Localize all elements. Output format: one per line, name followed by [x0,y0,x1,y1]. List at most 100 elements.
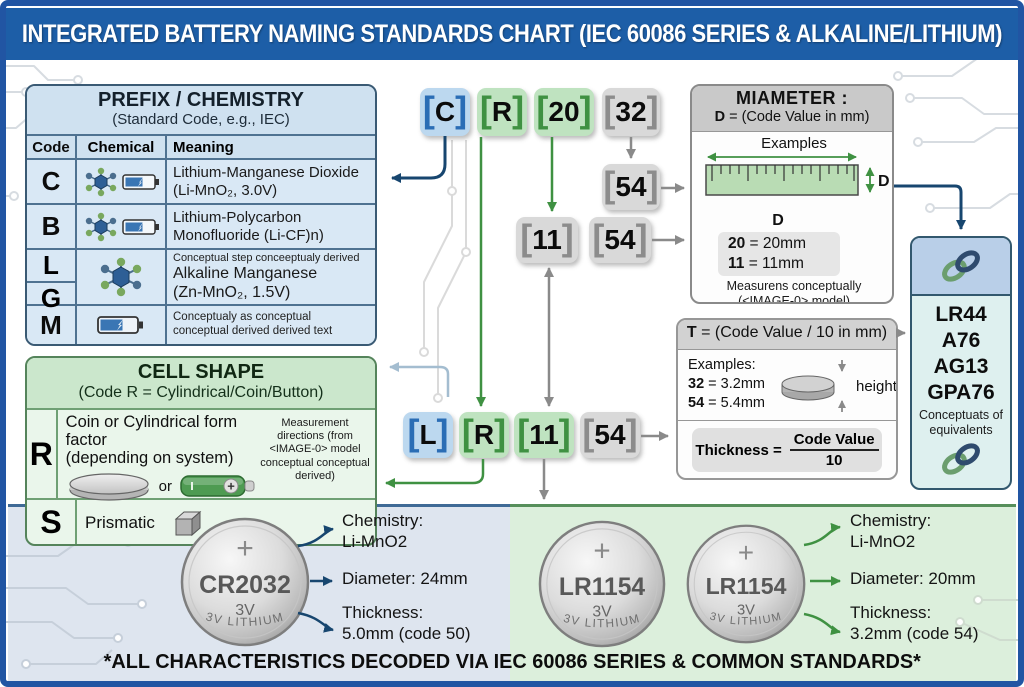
shape-code-s: S [27,500,77,544]
shape-code-r: R [27,410,58,498]
meaning-m-note1: Conceptualy as conceptual [173,311,312,324]
table-row-b: B Lithium-Polycarbon Monofluoride (Li-CF… [27,205,375,250]
diameter-examples-box: 20 = 20mm 11 = 11mm [718,232,840,276]
cell-shape-row-s: S Prismatic [27,500,375,544]
formula-label: Thickness = [695,441,782,459]
plus-terminal: + [236,532,254,565]
battery-icon [121,173,159,190]
molecule-icon [85,167,116,196]
lr1154-chemistry-annotation: Chemistry: Li-MnO2 [850,511,932,551]
battery-name: LR1154 [706,573,787,599]
code-m: M [27,306,77,344]
cell-shape-title: CELL SHAPE [137,361,265,383]
thickness-examples-label: Examples: [688,357,756,373]
ruler-diagram: D [705,152,890,196]
meaning-c-line1: Lithium-Manganese Dioxide [173,164,359,182]
coin-cell-icon [69,473,149,501]
prefix-panel-header: PREFIX / CHEMISTRY (Standard Code, e.g.,… [27,86,375,136]
footer-note: *ALL CHARACTERISTICS DECODED VIA IEC 600… [103,650,921,673]
divider [678,420,896,421]
cell-shape-header: CELL SHAPE (Code R = Cylindrical/Coin/Bu… [27,358,375,410]
shape-s-label: Prismatic [85,512,155,532]
thickness-panel: T = (Code Value / 10 in mm) Examples: 32… [676,318,898,480]
lr1154-battery-1: + LR1154 3V 3V LITHIUM [538,520,666,648]
plus-terminal: + [593,534,610,567]
diameter-panel-header: MIAMETER : D = (Code Value in mm) [692,86,892,132]
prefix-chemistry-panel: PREFIX / CHEMISTRY (Standard Code, e.g.,… [25,84,377,346]
equivalents-note-2: equivalents [929,423,993,437]
battery-icon [121,218,159,235]
d-under-label: D [772,212,784,229]
battery-brand: 3V LITHIUM [562,611,641,630]
code-box-r-bottom: [R] [459,412,509,458]
molecule-icon [100,257,142,297]
formula-numerator: Code Value [789,431,879,451]
code-box-20: [20] [534,88,594,136]
shape-r-line1: Coin or Cylindrical form factor [65,413,238,450]
cube-icon [174,510,202,536]
code-box-c: [C] [420,88,470,136]
battery-brand: 3V LITHIUM [708,610,782,627]
equivalent-code-2: A76 [941,329,981,352]
thickness-panel-header: T = (Code Value / 10 in mm) [678,320,896,350]
cr2032-battery: + CR2032 3V 3V LITHIUM [180,517,310,647]
shape-r-side-note: Measurement directions (from <IMAGE-0> m… [260,417,370,482]
code-box-54a: [54] [602,164,660,210]
equivalent-code-4: GPA76 [927,381,995,404]
prefix-table-header-row: Code Chemical Meaning [27,136,375,160]
battery-voltage: 3V [235,602,255,619]
code-box-l: [L] [403,412,453,458]
code-g: G [40,283,62,313]
table-row-m: M Conceptualy as conceptual conceptual d… [27,306,375,344]
table-row-lg: L G Conceptual step conceeptualy derived… [27,250,375,313]
battery-voltage: 3V [592,604,612,621]
plus-terminal: + [738,537,754,568]
col-header-code: Code [27,136,77,158]
diameter-panel: MIAMETER : D = (Code Value in mm) Exampl… [690,84,894,304]
svg-text:3V LITHIUM: 3V LITHIUM [708,610,783,627]
lr1154-battery-2: + LR1154 3V 3V LITHIUM [686,524,806,644]
meaning-m-note2: conceptual derived derived text [173,325,333,337]
thickness-formula-box: Thickness = Code Value 10 [692,428,882,472]
title-bar: INTEGRATED BATTERY NAMING STANDARDS CHAR… [6,8,1018,60]
battery-brand: 3V LITHIUM [204,609,284,629]
equivalents-note-1: Conceptuats of [918,408,1004,422]
code-c: C [27,160,77,203]
code-box-54c: [54] [580,412,640,458]
cr2032-chemistry-annotation: Chemistry: Li-MnO2 [342,511,424,551]
battery-voltage: 3V [737,603,755,619]
col-header-meaning: Meaning [167,136,375,158]
bracket-left: [ [422,88,435,130]
svg-text:3V LITHIUM: 3V LITHIUM [562,611,642,630]
meaning-lg-note: Conceptual step conceeptualy derived [173,252,360,265]
diameter-examples-label: Examples [761,135,827,152]
formula-denominator: 10 [825,452,843,469]
meaning-c-line2: (Li-MnO₂, 3.0V) [173,181,278,199]
meaning-lg-line2: (Zn-MnO₂, 1.5V) [173,283,291,301]
svg-text:+: + [227,479,235,494]
cr2032-diameter-annotation: Diameter: 24mm [342,569,468,588]
aa-battery-icon: + [180,475,255,497]
lr1154-diameter-annotation: Diameter: 20mm [850,569,976,588]
equivalent-code-1: LR44 [935,303,987,326]
table-row-c: C Lithium-Manganese Dioxide (Li-MnO₂, 3.… [27,160,375,205]
cell-shape-row-r: R Coin or Cylindrical form factor (depen… [27,410,375,501]
chain-link-icon [942,443,980,475]
cell-shape-panel: CELL SHAPE (Code R = Cylindrical/Coin/Bu… [25,356,377,546]
height-label: height [856,378,897,395]
cell-shape-subtitle: (Code R = Cylindrical/Coin/Button) [78,384,324,401]
diameter-note-2: (<IMAGE-0> model) [738,294,850,304]
prefix-panel-subtitle: (Standard Code, e.g., IEC) [112,111,290,128]
prefix-panel-title: PREFIX / CHEMISTRY [98,89,304,111]
shape-r-line2: (depending on system) [65,449,234,468]
bracket-right: ] [455,88,468,130]
coin-height-diagram [781,360,846,412]
cr2032-thickness-annotation: Thickness: 5.0mm (code 50) [342,603,471,643]
battery-name: LR1154 [559,574,646,601]
battery-icon [97,316,143,334]
code-box-32: [32] [602,88,660,136]
code-box-54b: [54] [589,217,651,263]
diameter-title: MIAMETER : [736,88,848,108]
code-l: L [27,250,75,283]
